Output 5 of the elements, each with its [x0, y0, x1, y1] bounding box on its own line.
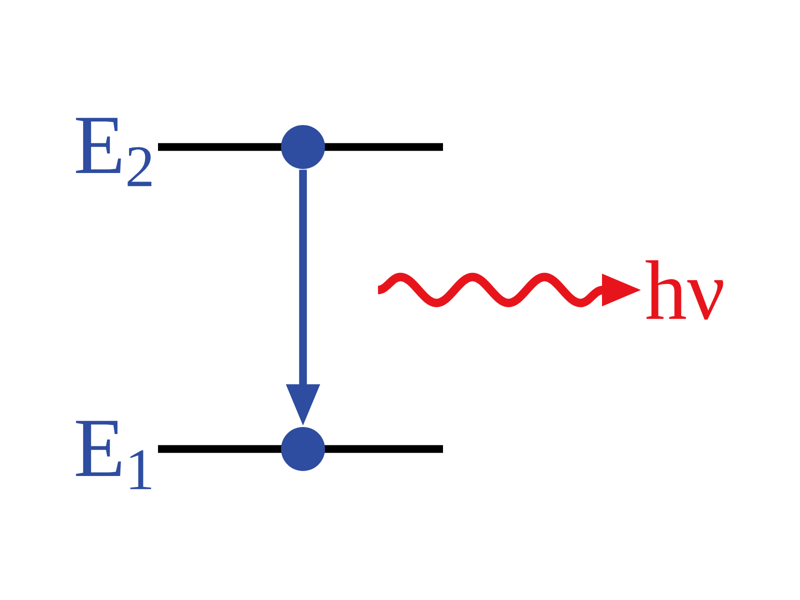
energy-level-label: E$_{2}$ — [76, 118, 152, 186]
energy-state-dot — [281, 125, 326, 169]
energy-level-label: E$_{1}$ — [76, 420, 152, 490]
photon-label: hν — [646, 260, 724, 320]
energy-state-dot — [281, 427, 326, 471]
